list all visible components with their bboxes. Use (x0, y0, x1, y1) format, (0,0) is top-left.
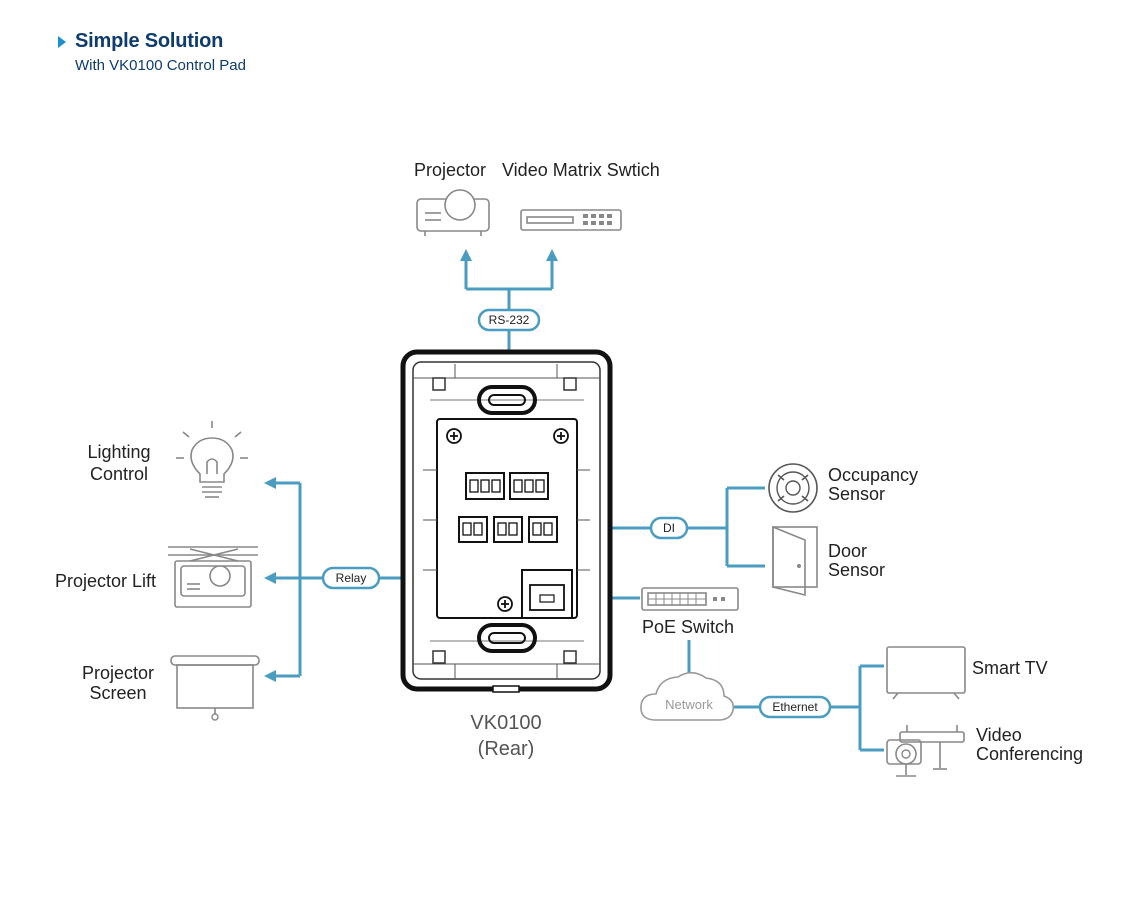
screw-icon (497, 596, 513, 612)
label-video-conf-2: Conferencing (976, 744, 1083, 764)
label-occupancy-1: Occupancy (828, 465, 918, 485)
label-door-1: Door (828, 541, 867, 561)
pill-di: DI (649, 516, 689, 540)
projector-icon (416, 189, 490, 236)
label-lighting-2: Control (90, 464, 148, 484)
terminal-block-relay-b (493, 516, 523, 543)
pill-ethernet: Ethernet (758, 695, 832, 719)
screw-icon (446, 428, 462, 444)
pill-relay: Relay (321, 566, 381, 590)
pill-rs232: RS-232 (477, 308, 541, 332)
label-video-conf-1: Video (976, 725, 1022, 745)
label-network: Network (665, 697, 713, 712)
occupancy-sensor-icon (768, 463, 818, 513)
label-device-2: (Rear) (478, 738, 535, 760)
page-subtitle: With VK0100 Control Pad (75, 57, 246, 74)
page-title: Simple Solution (75, 30, 224, 52)
video-conferencing-icon (886, 725, 965, 777)
network-cloud-icon (640, 671, 735, 721)
screw-icon (553, 428, 569, 444)
projector-lift-icon (168, 546, 258, 608)
terminal-block-rs232-b (509, 472, 549, 500)
smart-tv-icon (886, 646, 966, 700)
label-occupancy-2: Sensor (828, 484, 885, 504)
poe-switch-icon (641, 587, 739, 611)
video-matrix-switch-icon (520, 209, 622, 231)
label-projector-lift: Projector Lift (55, 571, 156, 591)
label-projector-screen-1: Projector (82, 663, 154, 683)
relay-label: Relay (336, 571, 367, 585)
label-projector: Projector (414, 160, 486, 180)
label-video-matrix: Video Matrix Swtich (502, 160, 660, 180)
door-sensor-icon (772, 525, 818, 597)
ethernet-label: Ethernet (772, 700, 818, 714)
label-lighting-1: Lighting (87, 442, 150, 462)
terminal-block-di (528, 516, 558, 543)
projector-screen-icon (170, 655, 260, 721)
vk0100-device (400, 349, 613, 693)
terminal-block-relay-a (458, 516, 488, 543)
label-door-2: Sensor (828, 560, 885, 580)
bullet-triangle-icon (58, 36, 66, 48)
label-poe-switch: PoE Switch (642, 617, 734, 637)
rj45-port-icon (521, 569, 573, 619)
light-bulb-icon (176, 421, 248, 498)
label-projector-screen-2: Screen (89, 683, 146, 703)
terminal-block-rs232-a (465, 472, 505, 500)
label-smart-tv: Smart TV (972, 658, 1048, 678)
di-label: DI (663, 521, 675, 535)
rs232-label: RS-232 (489, 313, 530, 327)
label-device-1: VK0100 (470, 712, 541, 734)
